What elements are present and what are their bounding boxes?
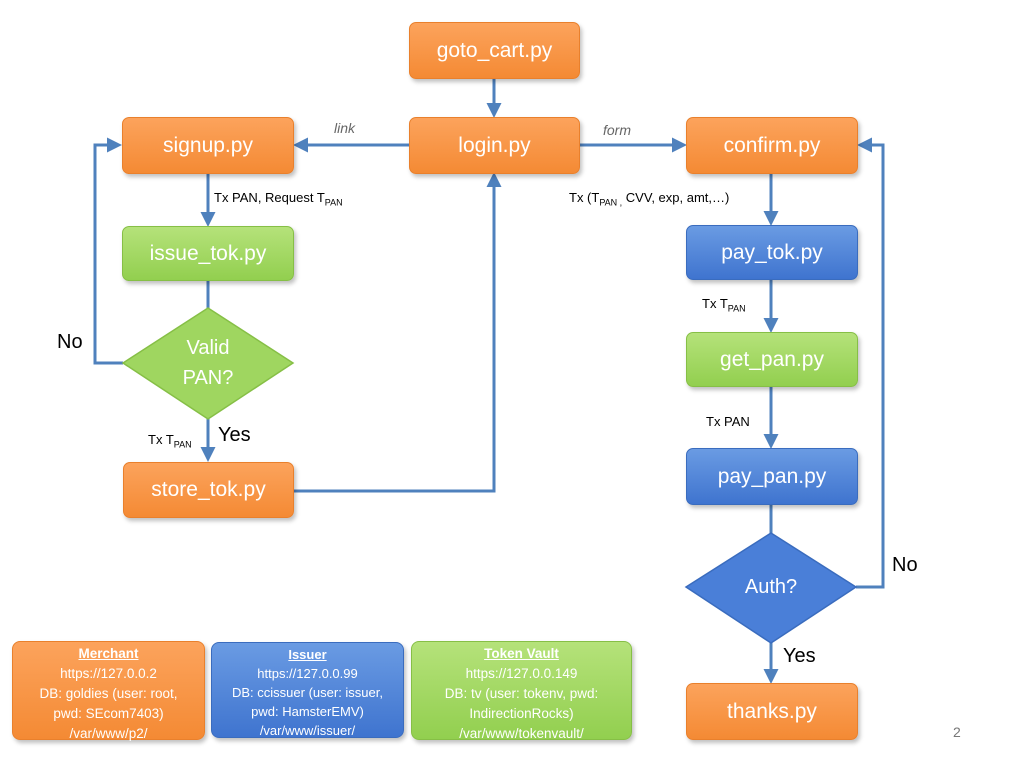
edge-valid-no-loop: [93, 137, 123, 365]
merchant-db1: DB: goldies (user: root,: [39, 686, 178, 701]
issuer-card: Issuer https://127.0.0.99 DB: ccissuer (…: [211, 642, 404, 738]
vault-path: /var/www/tokenvault/: [459, 726, 584, 741]
merchant-card: Merchant https://127.0.0.2 DB: goldies (…: [12, 641, 205, 741]
form-label: form: [603, 122, 631, 138]
store-tok-node: store_tok.py: [123, 462, 294, 518]
vault-url: https://127.0.0.149: [465, 666, 578, 681]
edge-store-login: [294, 172, 502, 493]
valid-pan-line2: PAN?: [182, 367, 234, 389]
signup-node: signup.py: [122, 117, 294, 174]
no-right-label: No: [892, 554, 918, 576]
auth-diamond: [684, 532, 858, 644]
no-left-label: No: [57, 331, 83, 353]
yes-right-label: Yes: [783, 645, 816, 667]
merchant-url: https://127.0.0.2: [60, 666, 157, 681]
merchant-db2: pwd: SEcom7403): [53, 706, 164, 721]
vault-db2: IndirectionRocks): [469, 706, 574, 721]
issuer-db1: DB: ccissuer (user: issuer,: [232, 685, 383, 700]
valid-pan-diamond: [121, 307, 295, 420]
tx-pan-label: Tx PAN: [706, 414, 750, 429]
issuer-path: /var/www/issuer/: [259, 723, 356, 738]
issuer-url: https://127.0.0.99: [257, 666, 358, 681]
vault-db1: DB: tv (user: tokenv, pwd:: [444, 686, 599, 701]
issuer-db2: pwd: HamsterEMV): [251, 704, 364, 719]
edge-auth-no-loop: [856, 137, 885, 589]
goto-cart-node: goto_cart.py: [409, 22, 580, 79]
pay-pan-node: pay_pan.py: [686, 448, 858, 505]
thanks-node: thanks.py: [686, 683, 858, 740]
page-number: 2: [953, 724, 961, 740]
login-node: login.py: [409, 117, 580, 174]
get-pan-node: get_pan.py: [686, 332, 858, 387]
tx-pan-request-label: Tx PAN, Request TPAN: [214, 190, 343, 208]
tx-confirm-label: Tx (TPAN , CVV, exp, amt,…): [569, 190, 730, 208]
issuer-title: Issuer: [288, 647, 327, 662]
tx-tpan-left-label: Tx TPAN: [148, 432, 192, 450]
link-label: link: [334, 120, 356, 136]
merchant-path: /var/www/p2/: [69, 726, 148, 741]
vault-title: Token Vault: [484, 646, 559, 661]
issue-tok-node: issue_tok.py: [122, 226, 294, 281]
auth-label: Auth?: [744, 576, 798, 598]
valid-pan-line1: Valid: [186, 337, 230, 359]
valid-pan-label: Valid PAN?: [158, 333, 258, 393]
pay-tok-node: pay_tok.py: [686, 225, 858, 280]
tx-tpan-right-label: Tx TPAN: [702, 296, 746, 314]
confirm-node: confirm.py: [686, 117, 858, 174]
token-vault-card: Token Vault https://127.0.0.149 DB: tv (…: [411, 641, 632, 741]
merchant-title: Merchant: [78, 646, 139, 661]
yes-left-label: Yes: [218, 424, 251, 446]
